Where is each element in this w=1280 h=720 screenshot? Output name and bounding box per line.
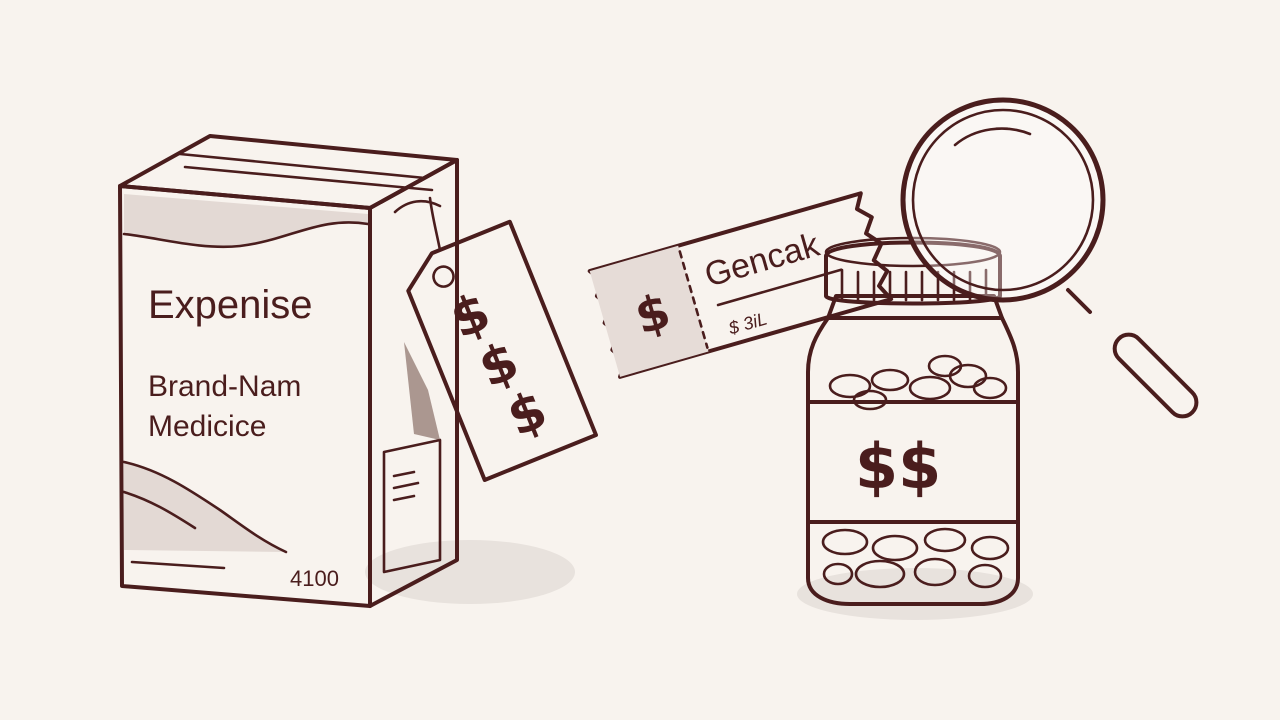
box-line-bottom: [130, 560, 226, 570]
ticket-perforation: [678, 250, 709, 349]
magnifier-lens-inner: [911, 108, 1095, 292]
box-wave-band: [124, 194, 368, 247]
box-wave-line-bottom-2: [122, 490, 197, 530]
ticket-icon: $ Gencak $ 3iL: [587, 191, 894, 379]
jar-label-text: $$: [855, 430, 941, 503]
jar-body: [806, 316, 1020, 606]
jar-pills-bottom: [821, 527, 1010, 589]
medicine-box-icon: Expenise Brand-Nam Medicice 4100: [118, 134, 575, 608]
tag-symbol-3: $: [499, 380, 555, 449]
jar-shadow: [797, 568, 1033, 620]
box-shadow: [365, 540, 575, 604]
magnifier-glint: [953, 127, 1032, 147]
magnifying-glass-icon: [900, 97, 1199, 419]
box-top-face: [118, 134, 459, 210]
price-tag-icon: $ $ $: [393, 196, 598, 482]
magnifier-lens-outer: [900, 97, 1106, 303]
magnifier-neck: [1066, 288, 1092, 314]
magnifier-handle: [1112, 332, 1199, 419]
box-side-sticker: [382, 438, 442, 574]
box-tag-shadow: [404, 342, 440, 440]
tag-string-loop: [393, 199, 442, 214]
box-subtitle-line1: Brand-Nam: [148, 370, 301, 403]
box-wave-line-bottom: [122, 460, 288, 554]
box-title: Expenise: [148, 283, 313, 327]
box-code: 4100: [290, 566, 339, 591]
jar-neck: [826, 294, 1004, 320]
pill-jar-icon: $$: [797, 236, 1033, 620]
ticket-stub-fill: [589, 245, 709, 377]
tag-body: [406, 219, 598, 482]
ticket-line: [716, 268, 843, 307]
tag-hole: [432, 265, 455, 288]
box-subtitle-line2: Medicice: [148, 410, 266, 443]
jar-label: [806, 400, 1020, 524]
jar-cap: [824, 240, 1002, 306]
box-side-sticker-lines: [392, 470, 420, 502]
box-wave-line-top: [122, 221, 370, 249]
box-flap-line: [178, 152, 434, 192]
